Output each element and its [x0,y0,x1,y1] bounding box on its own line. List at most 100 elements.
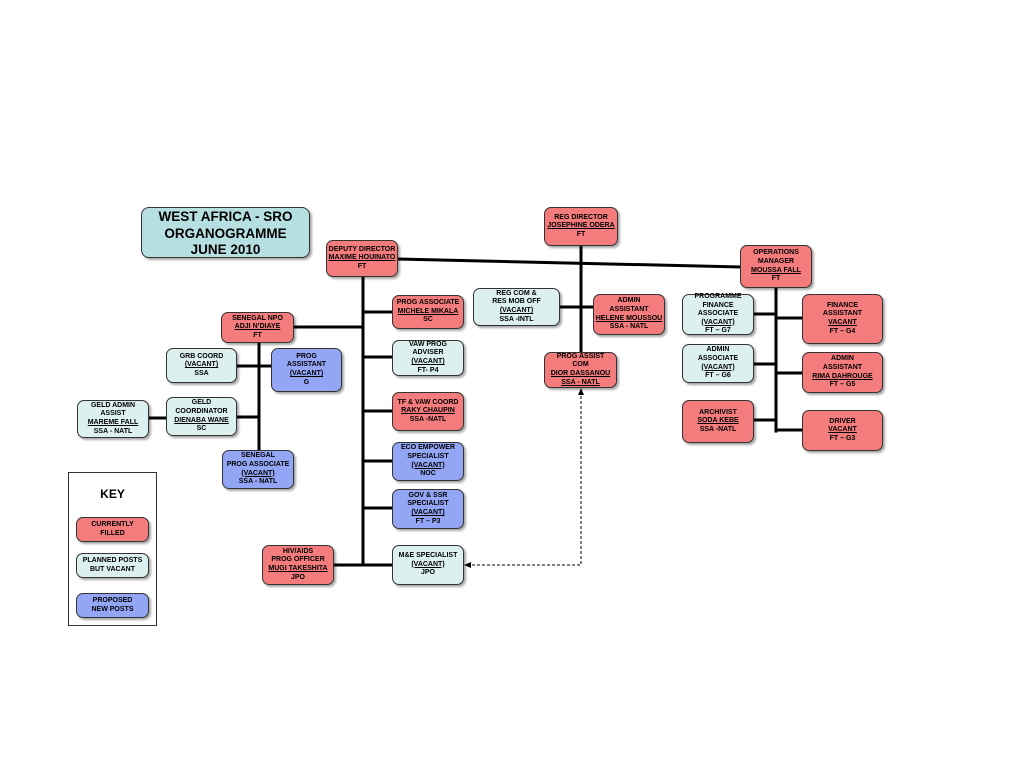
box-text: GRB COORD [179,352,224,360]
box-hiv-aids[interactable]: HIV/AIDS PROG OFFICER MUGI TAKESHITA JPO [262,545,334,585]
box-text: GELD ADMIN [90,401,136,409]
box-name: (VACANT) [411,509,445,516]
box-text: GELD [191,399,212,407]
box-text: SSA [194,369,209,377]
box-text: JPO [420,569,435,577]
key-planned-vacant: PLANNED POSTS BUT VACANT [76,553,149,578]
key-proposed-new: PROPOSED NEW POSTS [76,593,149,618]
box-text: REG DIRECTOR [554,213,608,221]
box-text: ADVISER [412,349,444,357]
box-name: JOSEPHINE ODERA [547,222,615,230]
box-prog-assistant-new[interactable]: PROG ASSISTANT (VACANT) G [271,348,342,392]
box-text: ASSIST [100,410,126,418]
box-eco-empower[interactable]: ECO EMPOWER SPECIALIST (VACANT) NOC [392,442,464,481]
box-text: PROG [296,352,317,360]
box-text: FINANCE [702,301,734,309]
box-tf-vaw-coord[interactable]: TF & VAW COORD RAKY CHAUPIN SSA -NATL [392,392,464,431]
box-grb-coord[interactable]: GRB COORD (VACANT) SSA [166,348,237,383]
box-text: SSA - NATL [238,478,278,486]
box-text: ASSISTANT [286,361,327,369]
box-deputy-director[interactable]: DEPUTY DIRECTOR MAXIME HOUINATO FT [326,240,398,277]
box-prog-associate-mikala[interactable]: PROG ASSOCIATE MICHELE MIKALA SC [392,295,464,329]
dotted-link-me-to-prog-assist [467,392,582,566]
arrowhead-to-me-specialist [464,562,471,568]
box-me-specialist[interactable]: M&E SPECIALIST (VACANT) JPO [392,545,464,585]
box-name: RAKY CHAUPIN [401,407,455,415]
box-text: ASSISTANT [609,305,649,313]
box-admin-assistant-moussou[interactable]: ADMIN ASSISTANT HELENE MOUSSOU SSA - NAT… [593,294,665,335]
box-name: MOUSSA FALL [751,266,801,274]
box-text: DEPUTY DIRECTOR [328,245,396,253]
box-admin-assistant-dahrouge[interactable]: ADMIN ASSISTANT RIMA DAHROUGE FT – G5 [802,352,883,393]
box-archivist[interactable]: ARCHIVIST SODA KEBE SSA -NATL [682,400,754,443]
box-text: ADMIN [831,355,854,363]
box-text: SSA -NATL [409,415,447,423]
box-text: OPERATIONS [753,249,799,257]
box-geld-admin-assist[interactable]: GELD ADMIN ASSIST MAREME FALL SSA - NATL [77,400,149,438]
key-text: BUT VACANT [90,565,135,573]
key-text: CURRENTLY [91,520,134,528]
box-prog-assist-com[interactable]: PROG ASSIST COM DIOR DASSANOU SSA - NATL [544,352,617,388]
box-text: ASSISTANT [822,363,863,371]
box-name: DIOR DASSANOU [550,370,611,377]
box-name: HELENE MOUSSOU [595,314,663,322]
box-vaw-prog-adviser[interactable]: VAW PROG ADVISER (VACANT) FT- P4 [392,340,464,376]
box-text: PROG ASSIST [556,352,605,360]
box-text: NOC [420,470,436,478]
box-name: RIMA DAHROUGE [812,372,873,380]
box-text: SC [423,316,433,324]
box-text: PROGRAMME [694,293,742,301]
box-text: ECO EMPOWER [400,444,456,452]
key-heading: KEY [100,487,125,501]
title-line-1: WEST AFRICA - SRO [158,209,293,224]
box-text: FT – G4 [829,327,856,335]
box-text: SENEGAL NPO [232,314,283,322]
box-text: SSA - NATL [609,323,649,331]
box-geld-coordinator[interactable]: GELD COORDINATOR DIENABA WANE SC [166,397,237,436]
title-line-2: ORGANOGRAMME [164,225,287,241]
key-currently-filled: CURRENTLY FILLED [76,517,149,542]
box-senegal-npo[interactable]: SENEGAL NPO ADJI N’DIAYE FT [221,312,294,343]
box-name: MAXIME HOUINATO [328,254,396,262]
box-programme-finance-associate[interactable]: PROGRAMME FINANCE ASSOCIATE (VACANT) FT … [682,293,754,335]
box-text: FT – P3 [415,517,441,525]
box-text: GOV & SSR [408,491,448,499]
box-name: (VACANT) [241,469,275,477]
box-reg-director[interactable]: REG DIRECTOR JOSEPHINE ODERA FT [544,207,618,246]
box-admin-associate[interactable]: ADMIN ASSOCIATE (VACANT) FT – G6 [682,344,754,383]
box-text: PROG ASSOCIATE [226,460,290,468]
organogram-title: WEST AFRICA - SRO ORGANOGRAMME JUNE 2010 [141,207,310,258]
box-name: VACANT [828,426,857,434]
box-text: COM [572,361,589,369]
box-name: (VACANT) [701,318,735,326]
box-finance-assistant[interactable]: FINANCE ASSISTANT VACANT FT – G4 [802,294,883,344]
box-text: ARCHIVIST [699,408,737,416]
box-name: VACANT [828,319,857,326]
box-text: FT [771,275,781,283]
box-text: COORDINATOR [175,407,228,415]
box-operations-manager[interactable]: OPERATIONS MANAGER MOUSSA FALL FT [740,245,812,288]
box-text: FINANCE [826,301,859,309]
box-text: HIV/AIDS [282,547,314,555]
box-text: FT [357,262,367,270]
arrowhead-to-prog-assist [578,388,584,395]
box-name: SODA KEBE [697,417,739,425]
box-text: PROG OFFICER [271,556,325,564]
box-senegal-prog-associate[interactable]: SENEGAL PROG ASSOCIATE (VACANT) SSA - NA… [222,450,294,489]
box-name: ADJI N’DIAYE [234,323,281,331]
box-gov-ssr[interactable]: GOV & SSR SPECIALIST (VACANT) FT – P3 [392,489,464,529]
key-text: NEW POSTS [91,605,134,613]
box-text: VAW PROG [409,340,447,348]
box-name: MAREME FALL [87,419,139,426]
box-driver[interactable]: DRIVER VACANT FT – G3 [802,410,883,451]
box-reg-com-res-mob[interactable]: REG COM & RES MOB OFF (VACANT) SSA -INTL [473,288,560,326]
box-name: SSA - NATL [561,378,600,386]
box-text: FT – G5 [829,381,856,389]
box-name: (VACANT) [411,461,445,469]
box-text: G [303,378,310,386]
box-name: (VACANT) [289,370,324,377]
box-text: ADMIN [706,346,730,354]
box-text: FT – G6 [705,372,731,380]
key-text: FILLED [100,529,125,537]
box-name: DIENABA WANE [174,416,229,424]
